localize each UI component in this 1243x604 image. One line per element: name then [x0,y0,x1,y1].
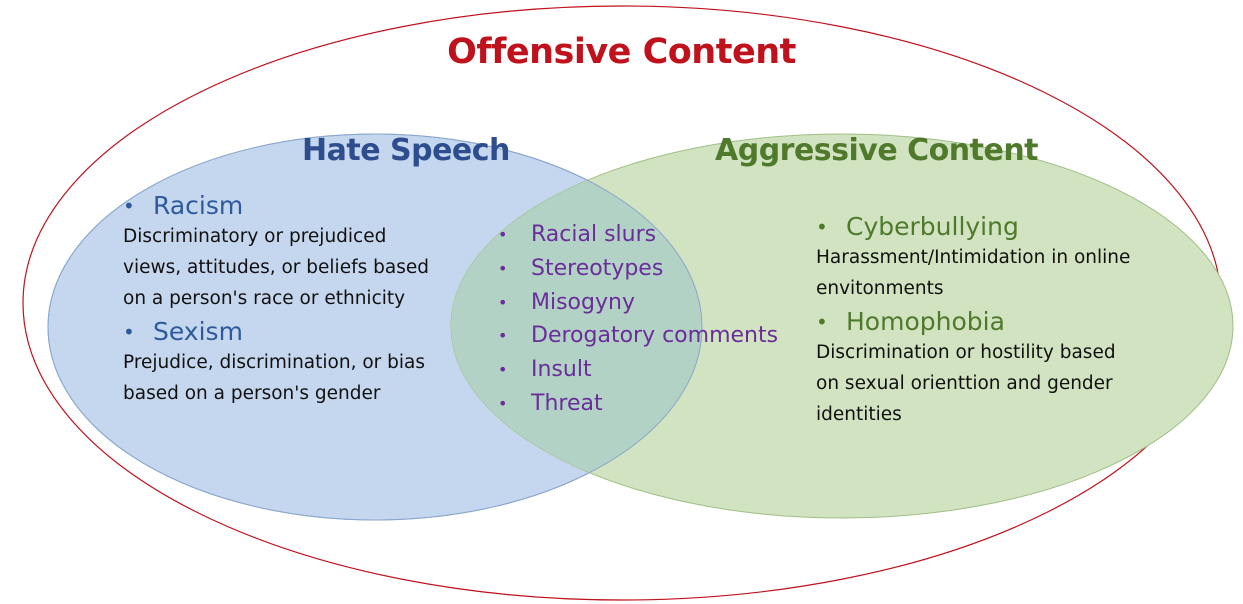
hate-speech-title: Hate Speech [302,133,510,168]
overlap-item: •Stereotypes [498,252,778,286]
homophobia-description-line: on sexual orienttion and gender [816,373,1113,394]
racism-description-line: Discriminatory or prejudiced [123,226,387,247]
offensive-content-title: Offensive Content [447,32,796,72]
bullet-icon: • [123,320,135,344]
homophobia-description-line: Discrimination or hostility based [816,342,1116,363]
bullet-icon: • [498,393,508,413]
overlap-item: •Insult [498,353,778,387]
overlap-item: •Threat [498,387,778,421]
racism-description-line: views, attitudes, or beliefs based [123,257,429,278]
overlap-item: •Derogatory comments [498,319,778,353]
racism-description-line: on a person's race or ethnicity [123,288,406,309]
bullet-icon: • [498,258,508,278]
sexism-description-line: Prejudice, discrimination, or bias [123,352,425,373]
bullet-icon: • [498,326,508,346]
cyberbullying-label: Cyberbullying [846,212,1019,241]
cyberbullying-heading: • Cyberbullying [816,212,1130,242]
aggressive-content-items: • Cyberbullying Harassment/Intimidation … [816,212,1130,430]
sexism-description-line: based on a person's gender [123,383,381,404]
hate-speech-outline [47,133,703,521]
homophobia-heading: • Homophobia [816,307,1130,337]
sexism-heading: • Sexism [123,317,429,347]
overlap-region [451,134,702,518]
overlap-items: •Racial slurs •Stereotypes •Misogyny •De… [498,218,778,421]
bullet-icon: • [498,225,508,244]
overlap-item: •Racial slurs [498,218,778,252]
bullet-icon: • [123,194,135,218]
cyberbullying-description-line: envitonments [816,278,944,299]
sexism-label: Sexism [153,317,243,346]
cyberbullying-description-line: Harassment/Intimidation in online [816,247,1131,268]
racism-heading: • Racism [123,191,429,221]
overlap-item: •Misogyny [498,286,778,320]
hate-speech-items: • Racism Discriminatory or prejudiced vi… [123,191,429,409]
bullet-icon: • [498,360,508,380]
homophobia-label: Homophobia [846,307,1005,336]
aggressive-content-title: Aggressive Content [715,133,1039,168]
bullet-icon: • [816,310,828,334]
bullet-icon: • [498,292,508,312]
racism-label: Racism [153,191,244,220]
bullet-icon: • [816,215,828,239]
homophobia-description-line: identities [816,404,902,425]
